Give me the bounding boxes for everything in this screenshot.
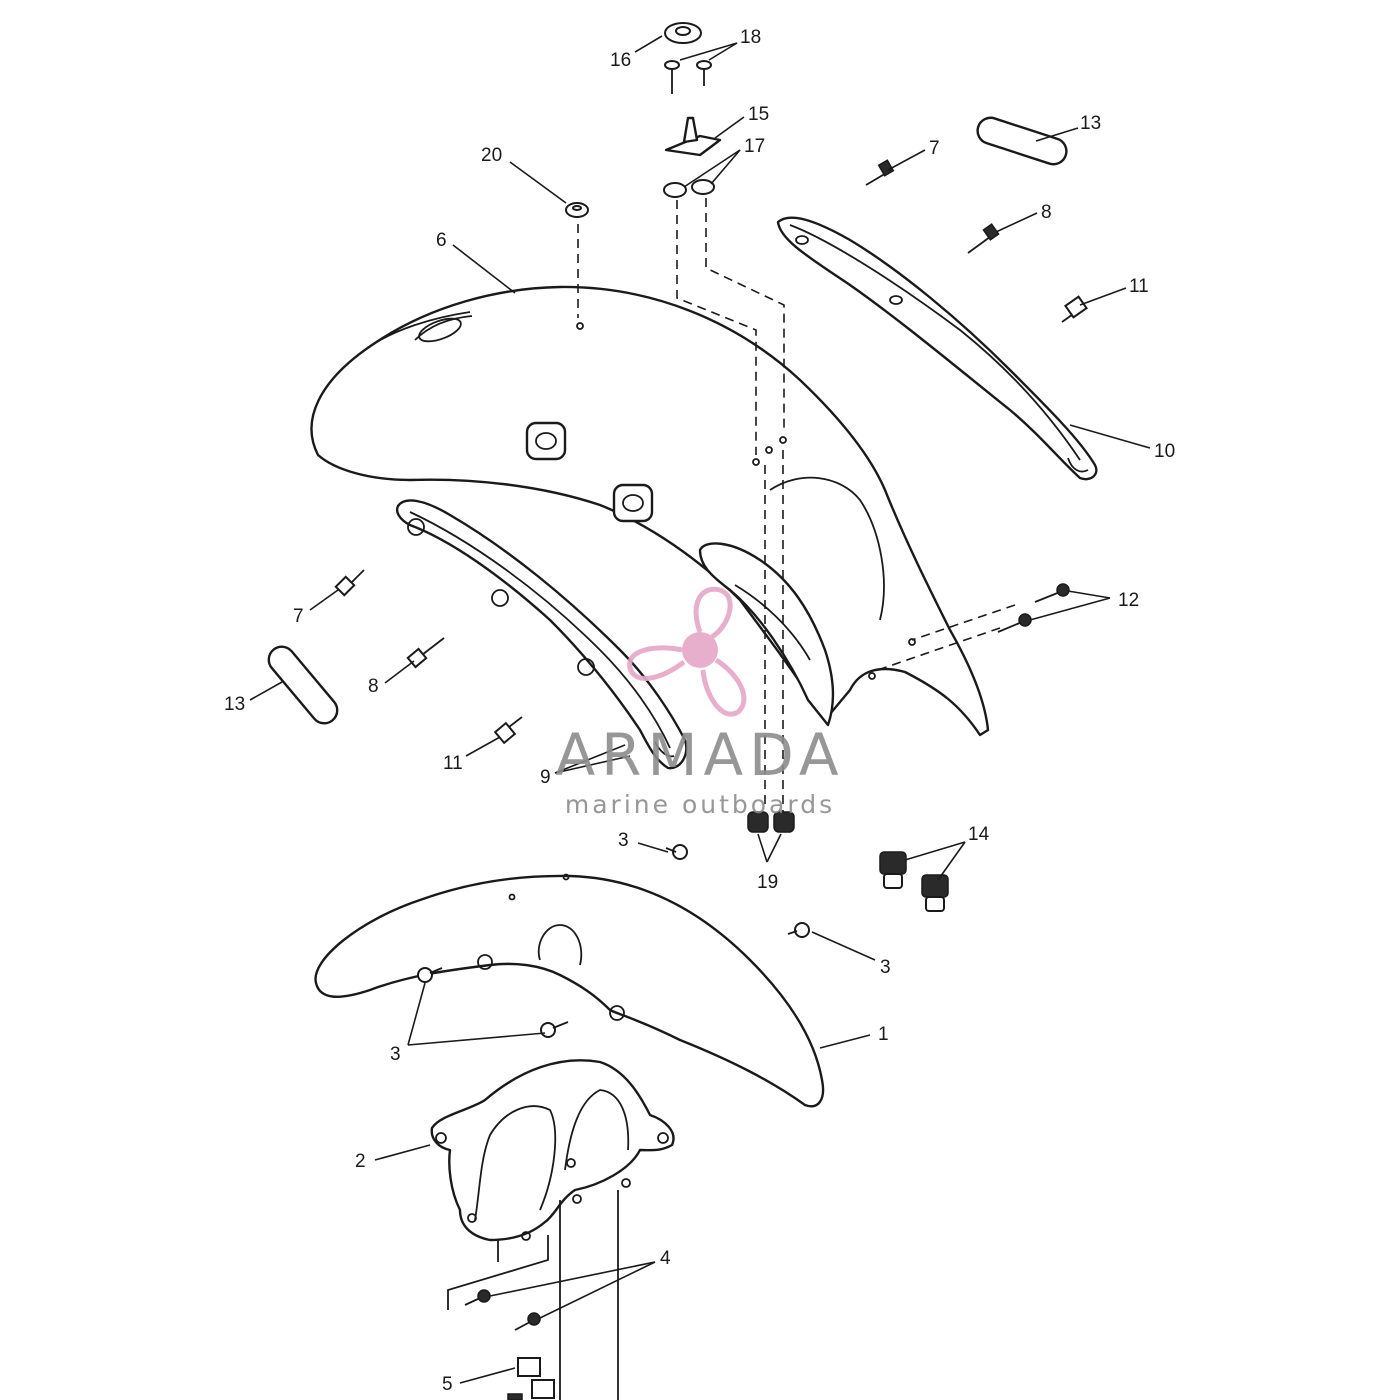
watermark-brand: ARMADA bbox=[555, 721, 844, 789]
part-6-fender bbox=[310, 285, 990, 737]
part-15-stud bbox=[664, 116, 722, 157]
part-3-screw-c bbox=[417, 967, 443, 983]
part-18-screws bbox=[664, 60, 712, 94]
callout-12: 12 bbox=[1118, 590, 1139, 611]
part-3-screw-b bbox=[787, 922, 810, 938]
callout-6: 6 bbox=[436, 230, 447, 251]
part-3-screw-a bbox=[665, 844, 688, 860]
callout-18: 18 bbox=[740, 27, 761, 48]
callout-16: 16 bbox=[610, 50, 631, 71]
part-19-nuts bbox=[747, 811, 795, 833]
part-16-washer bbox=[664, 22, 702, 44]
callout-labels: 16 18 15 17 20 6 7 13 8 11 10 12 7 8 13 … bbox=[224, 27, 1175, 1395]
callout-7-right: 7 bbox=[929, 138, 940, 159]
part-4-bolts bbox=[464, 1289, 541, 1331]
part-9-left-rail bbox=[396, 499, 688, 770]
callout-15: 15 bbox=[748, 104, 769, 125]
callout-2: 2 bbox=[355, 1151, 366, 1172]
callout-3-a: 3 bbox=[618, 830, 629, 851]
callout-17: 17 bbox=[744, 136, 765, 157]
part-14-clips bbox=[879, 851, 949, 912]
callout-8-left: 8 bbox=[368, 676, 379, 697]
propeller-icon bbox=[627, 586, 747, 717]
part-7-bolt-left bbox=[334, 569, 365, 597]
callout-13-right: 13 bbox=[1080, 113, 1101, 134]
part-3-screw-d bbox=[540, 1021, 569, 1038]
callout-11-left: 11 bbox=[443, 753, 463, 774]
callout-14: 14 bbox=[968, 824, 990, 845]
callout-3-c: 3 bbox=[390, 1044, 401, 1065]
part-8-bolt-right bbox=[967, 223, 1000, 254]
leader-lines bbox=[249, 35, 1151, 1384]
callout-9: 9 bbox=[540, 767, 551, 788]
part-20-nut bbox=[565, 202, 589, 218]
part-7-bolt-right bbox=[865, 159, 895, 186]
callout-1: 1 bbox=[878, 1024, 889, 1045]
armada-watermark: ARMADA marine outboards bbox=[555, 586, 844, 819]
part-11-bolt-left bbox=[493, 716, 523, 745]
part-5-plates bbox=[507, 1357, 555, 1400]
part-2-lower-bracket bbox=[430, 1059, 675, 1400]
callout-3-b: 3 bbox=[880, 957, 891, 978]
callout-5: 5 bbox=[442, 1374, 453, 1395]
callout-13-left: 13 bbox=[224, 694, 245, 715]
callout-7-left: 7 bbox=[293, 606, 304, 627]
callout-11-right: 11 bbox=[1129, 276, 1149, 297]
part-12-screws bbox=[997, 583, 1070, 633]
part-1-front-fender bbox=[314, 873, 825, 1108]
part-13-pad-left bbox=[267, 645, 339, 725]
assembly-lines bbox=[577, 198, 1016, 812]
callout-20: 20 bbox=[481, 145, 502, 166]
callout-4: 4 bbox=[660, 1248, 671, 1269]
callout-8-right: 8 bbox=[1041, 202, 1052, 223]
watermark-tagline: marine outboards bbox=[565, 790, 835, 819]
part-8-bolt-left bbox=[406, 637, 445, 669]
part-13-pad-right bbox=[976, 116, 1068, 166]
part-17-nuts bbox=[663, 179, 715, 198]
part-10-right-rail bbox=[776, 216, 1098, 481]
part-11-bolt-right bbox=[1061, 295, 1088, 323]
callout-10: 10 bbox=[1154, 441, 1175, 462]
callout-19: 19 bbox=[757, 872, 778, 893]
